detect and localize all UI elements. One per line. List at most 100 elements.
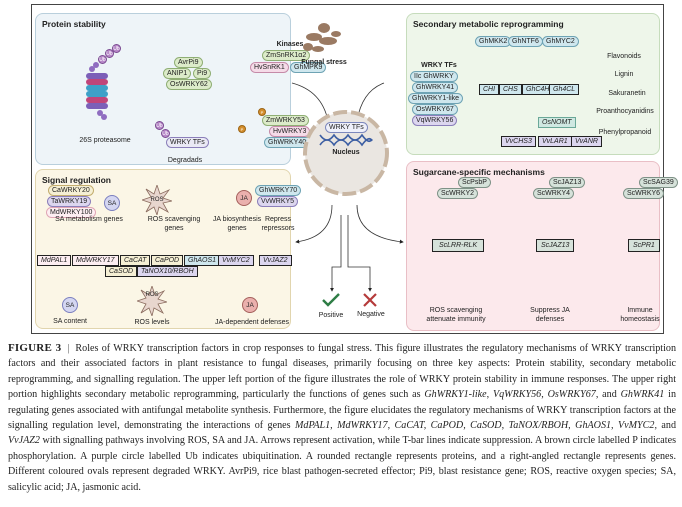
ubiquitin-icon: Ub — [155, 121, 164, 130]
nucleus-icon — [303, 110, 389, 196]
product-label: Phenylpropanoid — [598, 129, 652, 136]
gene-box: ScLRR-RLK — [432, 239, 485, 252]
kinase-pill: ZmSnRK1α2 — [262, 50, 311, 61]
caption-text: with signalling pathways involving ROS, … — [8, 435, 676, 493]
fungus-icon — [79, 19, 139, 59]
panel-title: Signal regulation — [42, 175, 111, 185]
ja-icon: JA — [236, 190, 252, 206]
ros-levels-label: ROS levels — [134, 319, 170, 326]
figure-caption: FIGURE 3 |Roles of WRKY transcription fac… — [8, 341, 676, 495]
gene-box: TaNOX10/RBOH — [137, 266, 198, 277]
caption-text: , — [541, 389, 548, 401]
gene-box: ScJAZ13 — [536, 239, 575, 252]
check-icon — [322, 293, 340, 307]
secondary-wrky-pill: IIc GhWRKY — [410, 71, 458, 82]
protein-pill: GhMKK2 — [475, 36, 512, 47]
cross-icon — [363, 293, 377, 307]
secondary-wrky-pill: VqWRKY56 — [412, 115, 458, 126]
outcome-label: ROS scavenging attenuate immunity — [426, 307, 486, 323]
gene-box: VvLAR1 — [538, 136, 572, 147]
ja-icon: JA — [242, 297, 258, 313]
secondary-wrky-pill: GhWRKY1-like — [408, 93, 464, 104]
sa-wrky-pill: TaWRKY19 — [47, 196, 92, 207]
protein-pill: AvrPi9 — [174, 57, 203, 68]
gene-box: CHS — [499, 84, 522, 95]
product-label: Lignin — [614, 71, 634, 78]
partner-pill: ScPsbP — [458, 177, 491, 188]
gene-box: OsNOMT — [538, 117, 576, 128]
gene-box: VvMYC2 — [218, 255, 254, 266]
gene-box: Gh4CL — [549, 84, 580, 95]
product-label: Sakuranetin — [608, 90, 646, 97]
secondary-wrky-pill: GhWRKY41 — [412, 82, 459, 93]
sugarcane-wrky-pill: ScWRKY2 — [437, 188, 479, 199]
gene-name: VvJAZ2 — [8, 435, 40, 447]
sa-wrky-pill: CaWRKY20 — [48, 185, 94, 196]
gene-box: CaCAT — [120, 255, 151, 266]
nucleus-wrky-pill: WRKY TFs — [325, 122, 368, 133]
figure-label: FIGURE 3 — [8, 342, 62, 354]
ros-burst-icon — [142, 185, 172, 215]
ubiquitin-icon: Ub — [105, 49, 114, 58]
product-label: Proanthocyanidins — [596, 108, 654, 115]
nucleus-label: Nucleus — [332, 149, 360, 156]
kinase-pill: HvSnRK1 — [250, 62, 289, 73]
partner-pill: ScJAZ13 — [549, 177, 586, 188]
caption-text: in regulating genes associated with anti… — [8, 389, 677, 432]
outcome-label: Suppress JA defenses — [530, 307, 570, 323]
gene-name: VqWRKY56 — [492, 389, 542, 401]
gene-name: GhWRKY1-like — [424, 389, 487, 401]
gene-box: CaPOD — [151, 255, 184, 266]
gene-box: GhAOS1 — [184, 255, 221, 266]
gene-box: MdWRKY17 — [72, 255, 119, 266]
product-label: Flavonoids — [607, 53, 641, 60]
caption-text: , — [486, 389, 493, 401]
repress-label: Repress repressors — [261, 216, 295, 232]
protein-pill: ANIP1 — [163, 68, 192, 79]
ubiquitin-icon: Ub — [98, 55, 107, 64]
ubiquitin-icon: Ub — [161, 129, 170, 138]
ros-genes-label: ROS scavenging genes — [147, 216, 201, 232]
sa-icon: SA — [62, 297, 78, 313]
sugarcane-wrky-pill: ScWRKY4 — [533, 188, 575, 199]
phosphorylation-icon: P — [258, 108, 266, 116]
gene-box: CaSOD — [105, 266, 138, 277]
protein-pill: GhMYC2 — [542, 36, 579, 47]
gene-name: OsWRKY67 — [547, 389, 596, 401]
negative-label: Negative — [357, 311, 385, 318]
phosphorylation-icon: P — [238, 125, 246, 133]
panel-title: Sugarcane-specific mechanisms — [413, 167, 545, 177]
proteasome-label: 26S proteasome — [79, 137, 131, 144]
sa-wrky-pill: MdWRKY100 — [46, 207, 97, 218]
sa-icon: SA — [104, 195, 120, 211]
outcome-label: Immune homeostasis — [620, 307, 660, 323]
ja-defenses-label: JA-dependent defenses — [215, 319, 289, 326]
sugarcane-wrky-pill: ScWRKY6 — [623, 188, 665, 199]
gene-box: ScPR1 — [628, 239, 660, 252]
figure: Protein stability Ub Ub Ub 26S proteasom… — [31, 4, 678, 334]
degradads-label: Degradads — [167, 157, 203, 164]
sa-genes-label: SA metabolism genes — [55, 216, 123, 223]
kinases-title: Kinases — [276, 41, 304, 48]
caption-text: Roles of WRKY transcription factors in c… — [8, 343, 676, 401]
fungus-icon — [303, 23, 341, 52]
panel-title: Protein stability — [42, 19, 106, 29]
sa-content-label: SA content — [53, 318, 87, 325]
dna-icon — [319, 133, 373, 147]
panel-title: Secondary metabolic reprogramming — [413, 19, 564, 29]
gene-box: VvANR — [571, 136, 602, 147]
wrky-tfs-title: WRKY TFs — [421, 62, 457, 69]
gene-box: CHI — [479, 84, 500, 95]
protein-pill: OsWRKY62 — [166, 79, 212, 90]
caption-separator: | — [67, 343, 70, 354]
protein-pill: GhNTF6 — [508, 36, 543, 47]
wrky-tfs-pill: WRKY TFs — [166, 137, 209, 148]
caption-text: and — [656, 420, 677, 432]
ja-wrky-pill: GhWRKY70 — [255, 185, 302, 196]
gene-box: VvJAZ2 — [259, 255, 292, 266]
secondary-wrky-pill: OsWRKY67 — [412, 104, 458, 115]
gene-box: VvCHS3 — [501, 136, 536, 147]
gene-name: GhWRK41 — [620, 389, 665, 401]
ros-label: ROS — [150, 197, 164, 203]
partner-pill: ScSAG39 — [639, 177, 678, 188]
